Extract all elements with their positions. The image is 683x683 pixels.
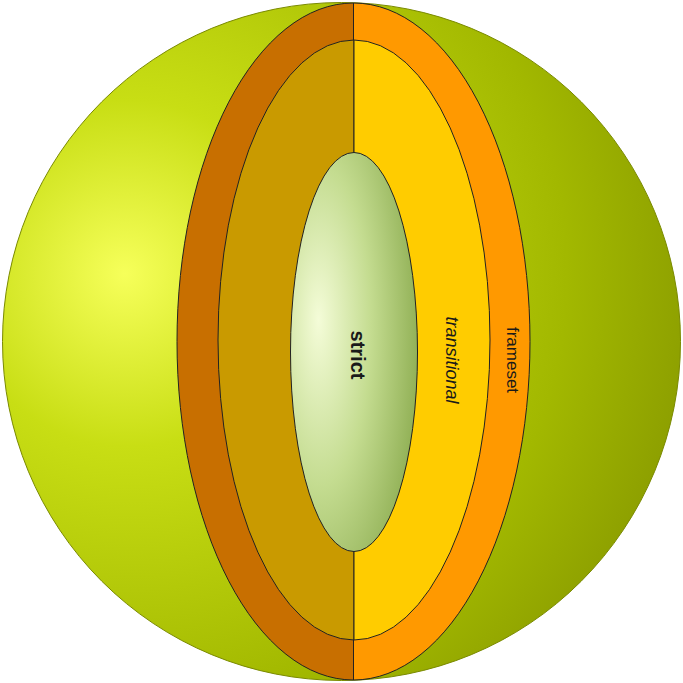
layer-label: strict	[346, 331, 369, 380]
layer-label: transitional	[442, 316, 463, 403]
frameset-band: frameset transitional strict	[177, 3, 530, 680]
core-ellipse	[291, 153, 418, 552]
strict-core: strict	[290, 152, 418, 552]
sphere-body	[3, 3, 681, 681]
layer-label: frameset	[502, 327, 522, 393]
transitional-band: transitional strict	[218, 40, 490, 640]
